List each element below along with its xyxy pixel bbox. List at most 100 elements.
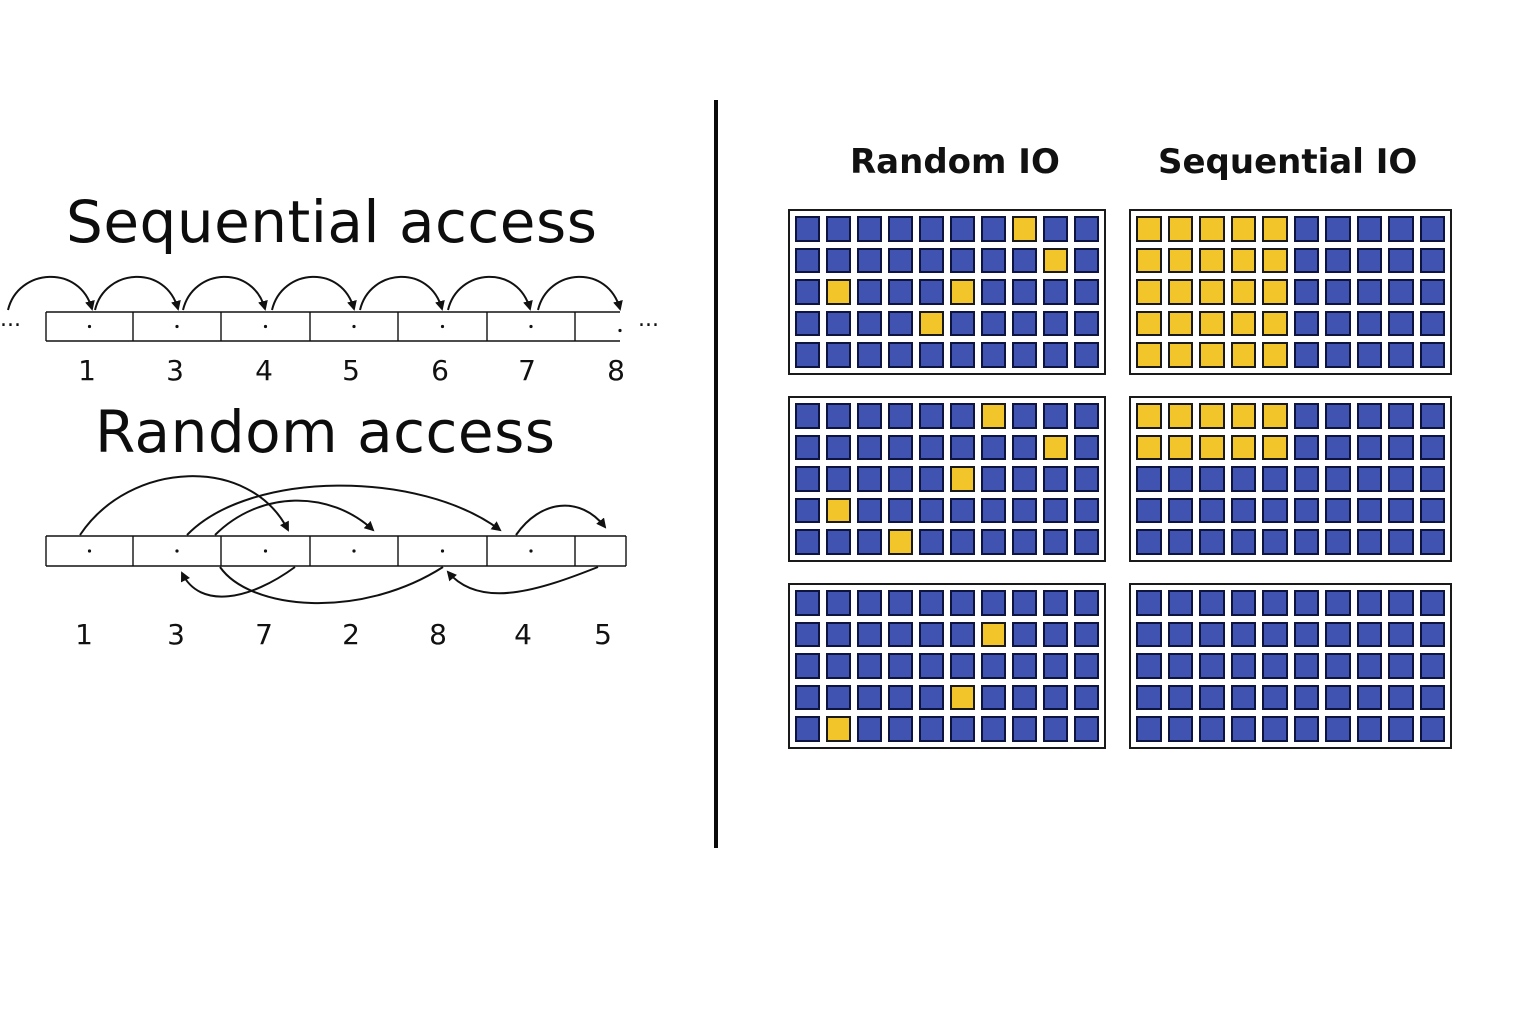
array-cell-dot xyxy=(263,324,268,329)
accessed-block xyxy=(1262,216,1288,242)
disk-block xyxy=(1356,590,1382,616)
disk-block xyxy=(795,466,820,492)
accessed-block xyxy=(1043,247,1068,274)
disk-block xyxy=(1262,653,1288,679)
accessed-block xyxy=(1136,434,1162,461)
disk-block xyxy=(1419,403,1445,429)
disk-block xyxy=(1293,466,1319,492)
accessed-block xyxy=(1199,279,1225,305)
disk-block xyxy=(888,621,913,648)
disk-block xyxy=(1012,716,1037,742)
disk-block xyxy=(1293,403,1319,429)
disk-block xyxy=(1356,342,1382,368)
disk-block xyxy=(981,716,1006,742)
disk-block xyxy=(1419,653,1445,679)
disk-block xyxy=(950,247,975,274)
disk-block xyxy=(981,684,1006,711)
accessed-block xyxy=(1262,342,1288,368)
disk-block xyxy=(888,216,913,242)
disk-block xyxy=(1012,466,1037,492)
disk-block xyxy=(1293,310,1319,337)
array-index-label: 7 xyxy=(255,618,273,651)
disk-block xyxy=(1325,590,1351,616)
disk-block xyxy=(857,621,882,648)
array-index-label: 8 xyxy=(429,618,447,651)
array-cell-dot xyxy=(440,549,445,553)
jump-arrow xyxy=(214,499,375,536)
disk-block xyxy=(919,279,944,305)
disk-block xyxy=(826,621,851,648)
disk-block xyxy=(1012,279,1037,305)
disk-block xyxy=(1012,653,1037,679)
disk-block xyxy=(1074,621,1099,648)
disk-block xyxy=(1167,653,1193,679)
disk-block xyxy=(1043,590,1068,616)
accessed-block xyxy=(826,279,851,305)
disk-block xyxy=(1356,497,1382,524)
accessed-block xyxy=(1012,216,1037,242)
accessed-block xyxy=(1230,310,1256,337)
disk-block xyxy=(1356,466,1382,492)
disk-block xyxy=(919,247,944,274)
array-index-label: 5 xyxy=(594,618,612,651)
disk-block xyxy=(1199,590,1225,616)
array-cell-dot xyxy=(529,549,533,553)
accessed-block xyxy=(981,403,1006,429)
disk-block xyxy=(981,653,1006,679)
disk-block xyxy=(950,497,975,524)
sequential-io-grid-2 xyxy=(1129,396,1452,562)
disk-block xyxy=(857,653,882,679)
disk-block xyxy=(1293,247,1319,274)
disk-block xyxy=(1043,653,1068,679)
accessed-block xyxy=(1230,216,1256,242)
accessed-block xyxy=(950,466,975,492)
disk-block xyxy=(857,342,882,368)
disk-block xyxy=(826,590,851,616)
array-index-label: 2 xyxy=(342,618,360,651)
disk-block xyxy=(919,684,944,711)
array-index-label: 3 xyxy=(167,618,185,651)
disk-block xyxy=(950,621,975,648)
disk-block xyxy=(1325,653,1351,679)
disk-block xyxy=(1388,342,1414,368)
sequential-io-title: Sequential IO xyxy=(1158,142,1418,182)
accessed-block xyxy=(1262,403,1288,429)
disk-block xyxy=(1012,247,1037,274)
disk-block xyxy=(1230,529,1256,555)
array-index-label: 3 xyxy=(166,354,184,387)
disk-block xyxy=(795,310,820,337)
disk-block xyxy=(888,684,913,711)
disk-block xyxy=(1074,279,1099,305)
disk-block xyxy=(981,466,1006,492)
sequential-hop-arrow xyxy=(537,275,623,311)
disk-block xyxy=(919,403,944,429)
array-cell-dot xyxy=(352,324,356,329)
sequential-hop-arrow xyxy=(271,275,357,311)
array-cell-dot xyxy=(529,324,533,329)
disk-block xyxy=(857,247,882,274)
disk-block xyxy=(1043,716,1068,742)
accessed-block xyxy=(919,310,944,337)
random-io-grid-1 xyxy=(788,209,1106,375)
disk-block xyxy=(1199,497,1225,524)
disk-block xyxy=(1388,434,1414,461)
disk-block xyxy=(1043,279,1068,305)
accessed-block xyxy=(1199,342,1225,368)
sequential-io-grid-1 xyxy=(1129,209,1452,375)
disk-block xyxy=(950,216,975,242)
disk-block xyxy=(919,497,944,524)
array-index-label: 7 xyxy=(518,354,536,387)
disk-block xyxy=(919,590,944,616)
disk-block xyxy=(1293,621,1319,648)
disk-block xyxy=(857,466,882,492)
array-cell-dot xyxy=(87,549,92,553)
disk-block xyxy=(1356,403,1382,429)
disk-block xyxy=(950,529,975,555)
disk-block xyxy=(888,279,913,305)
disk-block xyxy=(1325,466,1351,492)
disk-block xyxy=(950,310,975,337)
disk-block xyxy=(919,529,944,555)
disk-block xyxy=(826,653,851,679)
disk-block xyxy=(826,310,851,337)
